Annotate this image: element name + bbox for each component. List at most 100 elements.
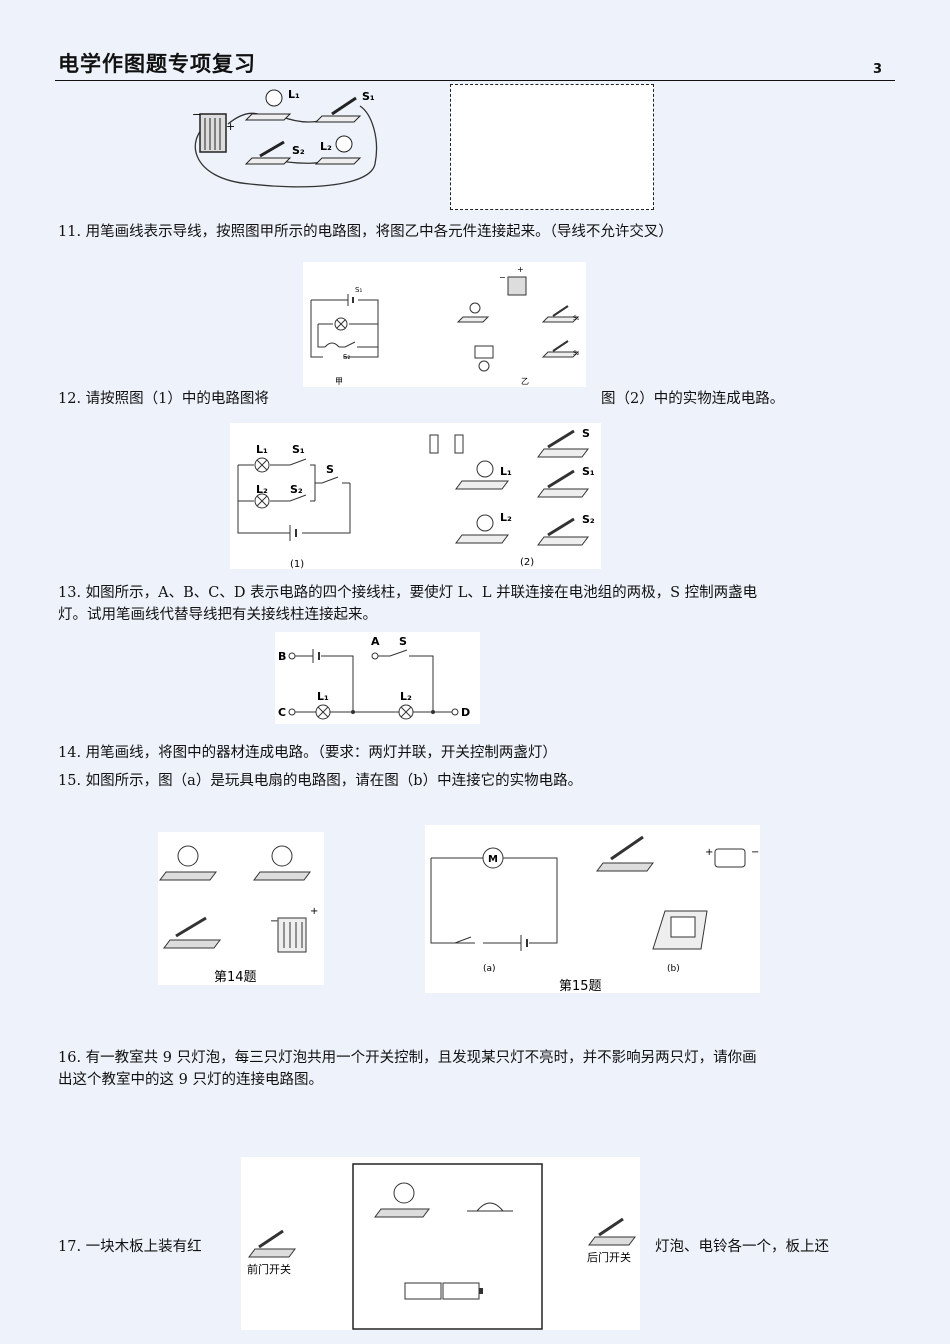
svg-text:S₁: S₁ <box>362 90 375 103</box>
battery-cell-icon <box>404 1282 442 1300</box>
bulb-l2-icon <box>335 135 353 153</box>
svg-text:L₂: L₂ <box>256 483 268 496</box>
question-13-line-1: 13. 如图所示，A、B、C、D 表示电路的四个接线柱，要使灯 L、L 并联连接… <box>58 585 758 601</box>
svg-text:+: + <box>310 906 318 917</box>
switch-icon <box>175 916 207 938</box>
svg-text:S₂: S₂ <box>582 513 595 526</box>
switch-icon <box>610 835 644 861</box>
question-17-part-a: 17. 一块木板上装有红 <box>58 1239 202 1255</box>
question-16-line-2: 出这个教室中的这 9 只灯的连接电路图。 <box>58 1072 323 1088</box>
svg-text:(a): (a) <box>483 964 496 974</box>
battery-minus: − <box>192 108 201 121</box>
svg-text:L₁: L₁ <box>288 88 300 101</box>
switch-s1-icon <box>547 469 575 489</box>
motor-symbol <box>482 847 504 869</box>
question-14: 14. 用笔画线，将图中的器材连成电路。（要求：两灯并联，开关控制两盏灯） <box>58 745 557 761</box>
bell-icon <box>474 345 494 359</box>
svg-text:L₂: L₂ <box>320 140 332 153</box>
svg-text:(2): (2) <box>520 557 534 568</box>
svg-text:D: D <box>461 706 470 719</box>
bulb-l1-icon <box>265 89 283 107</box>
figure-13: B A S C D L₁ L₂ <box>275 632 480 724</box>
svg-text:(1): (1) <box>290 559 304 569</box>
svg-text:S: S <box>582 427 590 440</box>
switch-s2-icon <box>552 340 569 352</box>
cell-icon <box>454 434 464 454</box>
svg-text:前门开关: 前门开关 <box>247 1262 291 1276</box>
motor-icon <box>714 848 746 868</box>
svg-text:B: B <box>278 650 286 663</box>
svg-text:L₁: L₁ <box>500 465 512 478</box>
switch-s1-icon <box>331 96 357 116</box>
svg-text:M: M <box>488 854 498 865</box>
svg-text:S: S <box>326 463 334 476</box>
svg-text:−: − <box>270 916 278 927</box>
figure-11: S₁ S₂ 甲 − + S₁ S₂ 乙 <box>303 262 586 387</box>
bulb-l1-base <box>244 113 292 121</box>
switch-s2-icon <box>259 140 285 158</box>
svg-text:+: + <box>517 265 524 274</box>
figure-12: L₁ S₁ L₂ S₂ S (1) L₁ L₂ S S₁ S₂ (2) <box>230 423 601 569</box>
svg-text:S₂: S₂ <box>573 350 580 357</box>
question-15: 15. 如图所示，图（a）是玩具电扇的电路图，请在图（b）中连接它的实物电路。 <box>58 773 583 789</box>
question-13-line-2: 灯。试用笔画线代替导线把有关接线柱连接起来。 <box>58 607 377 623</box>
figure-17: 前门开关 后门开关 <box>241 1157 640 1330</box>
cell-icon <box>429 434 439 454</box>
bell-symbol <box>324 342 340 348</box>
bell-icon <box>467 1202 513 1212</box>
top-circuit-figure: − + L₁ S₁ S₂ L₂ <box>192 88 378 188</box>
svg-text:(b): (b) <box>667 964 680 974</box>
svg-text:甲: 甲 <box>335 377 343 386</box>
question-12-part-b: 图（2）中的实物连成电路。 <box>601 391 785 407</box>
question-11: 11. 用笔画线表示导线，按照图甲所示的电路图，将图乙中各元件连接起来。（导线不… <box>58 224 673 240</box>
svg-text:S₂: S₂ <box>343 353 350 361</box>
svg-text:L₂: L₂ <box>500 511 512 524</box>
battery-cell-icon <box>442 1282 480 1300</box>
svg-text:后门开关: 后门开关 <box>587 1250 631 1264</box>
question-12-part-a: 12. 请按照图（1）中的电路图将 <box>58 391 269 407</box>
battery-icon <box>277 917 307 953</box>
svg-text:第15题: 第15题 <box>559 979 602 993</box>
svg-text:S₂: S₂ <box>290 483 303 496</box>
switch-s-icon <box>547 429 575 449</box>
svg-text:S₁: S₁ <box>573 315 580 322</box>
svg-text:L₁: L₁ <box>317 690 329 703</box>
svg-text:S₁: S₁ <box>582 465 595 478</box>
answer-box <box>450 84 654 210</box>
svg-text:第14题: 第14题 <box>214 970 257 985</box>
bulb-l2-icon <box>476 514 494 532</box>
question-17-part-b: 灯泡、电铃各一个，板上还 <box>655 1239 829 1255</box>
battery-icon <box>507 276 527 296</box>
switch-s1-icon <box>552 305 569 317</box>
front-door-switch-icon <box>258 1229 284 1249</box>
svg-text:乙: 乙 <box>521 377 529 386</box>
red-bulb-icon <box>393 1182 415 1204</box>
switch-s2-icon <box>547 517 575 537</box>
svg-text:L₁: L₁ <box>256 443 268 456</box>
wood-board <box>352 1163 543 1330</box>
question-16-line-1: 16. 有一教室共 9 只灯泡，每三只灯泡共用一个开关控制，且发现某只灯不亮时，… <box>58 1050 757 1066</box>
back-door-switch-icon <box>598 1217 624 1237</box>
svg-text:A: A <box>371 635 380 648</box>
bulb-l1-icon <box>476 460 494 478</box>
battery-icon <box>199 113 227 153</box>
svg-text:L₂: L₂ <box>400 690 412 703</box>
bulb-icon <box>177 845 199 867</box>
header-rule <box>55 80 895 81</box>
svg-text:−: − <box>499 273 506 282</box>
bulb-icon <box>469 302 481 314</box>
switch-symbol <box>454 936 472 944</box>
page-title: 电学作图题专项复习 <box>58 52 256 76</box>
svg-text:S₁: S₁ <box>355 286 362 294</box>
svg-text:S₁: S₁ <box>292 443 305 456</box>
page-number: 3 <box>873 62 883 77</box>
battery-plus: + <box>226 120 235 133</box>
svg-text:S: S <box>399 635 407 648</box>
bulb-icon <box>271 845 293 867</box>
svg-text:+: + <box>705 847 713 858</box>
figure-15: M (a) + − (b) 第15题 <box>425 825 760 993</box>
svg-text:S₂: S₂ <box>292 144 305 157</box>
figure-14: − + 第14题 <box>158 832 324 985</box>
svg-text:C: C <box>278 706 286 719</box>
svg-text:−: − <box>751 847 759 858</box>
